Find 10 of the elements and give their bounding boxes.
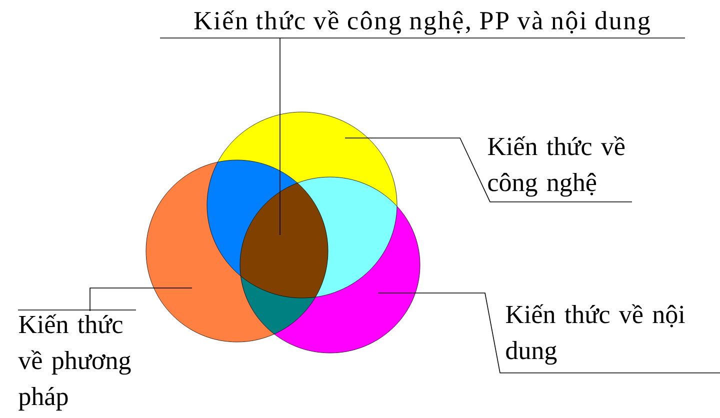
leader-line xyxy=(344,138,632,202)
circle xyxy=(206,112,398,298)
underlined-label: Kiến thức về công nghệ, PP và nội dung xyxy=(160,10,686,38)
label-text: Kiến thức về nội dung xyxy=(506,304,685,365)
underlined-label: Kiến thức về phương pháp xyxy=(18,310,136,411)
leader-line xyxy=(90,288,192,312)
circle xyxy=(240,176,420,354)
leader-line xyxy=(378,292,720,374)
label-text: Kiến thức về công nghệ xyxy=(488,136,625,197)
circle xyxy=(146,160,328,342)
